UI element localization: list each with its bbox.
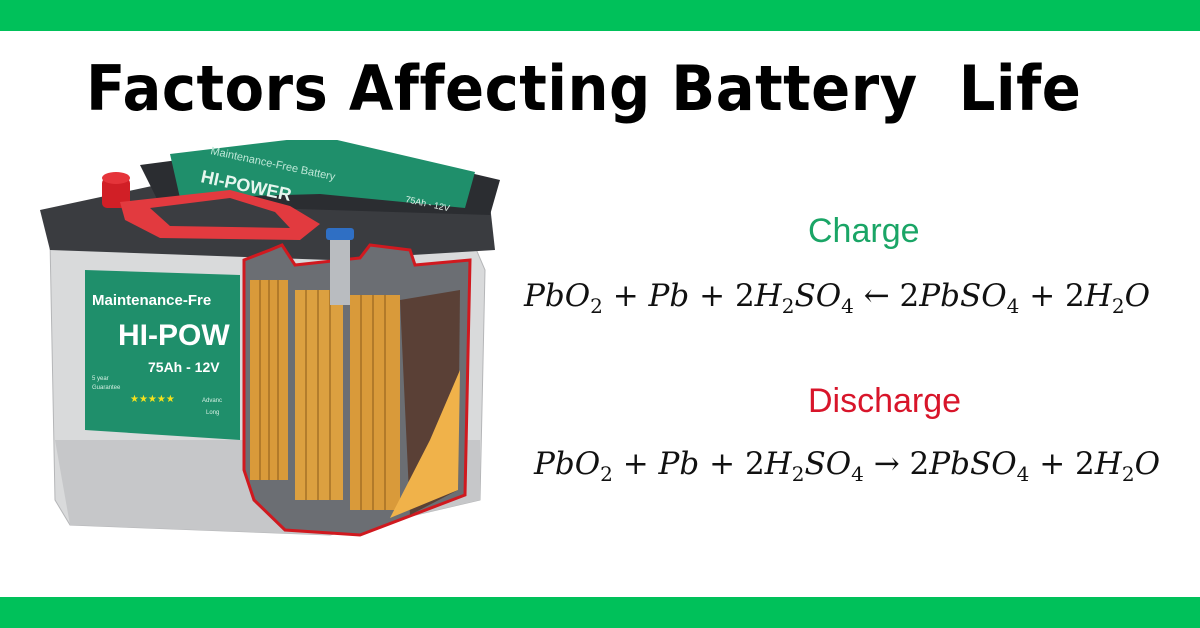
page-title: Factors Affecting Battery Life [86, 52, 1082, 125]
negative-terminal-post [330, 235, 350, 305]
charge-equation: PbO2 + Pb + 2H2SO4 ← 2PbSO4 + 2H2O [524, 278, 1150, 318]
battery-plates [250, 280, 460, 518]
front-label-line1: Maintenance-Fre [92, 292, 211, 309]
front-label-guarantee2: Guarantee [92, 385, 121, 391]
front-label-stars: ★★★★★ [130, 394, 175, 405]
top-green-bar [0, 0, 1200, 31]
discharge-label: Discharge [808, 382, 962, 420]
front-label-line2: HI-POW [118, 319, 230, 352]
positive-terminal [102, 178, 130, 208]
negative-terminal-cap [326, 228, 354, 240]
front-label-adv2: Long [206, 410, 219, 416]
front-label-adv1: Advanc [202, 398, 222, 404]
front-label-guarantee1: 5 year [92, 376, 109, 382]
discharge-equation: PbO2 + Pb + 2H2SO4 → 2PbSO4 + 2H2O [534, 446, 1160, 486]
front-label-panel [85, 270, 240, 440]
charge-label: Charge [808, 212, 920, 250]
top-label-panel [170, 140, 475, 208]
front-label-line3: 75Ah - 12V [148, 359, 220, 375]
bottom-green-bar [0, 597, 1200, 628]
battery-cutaway-image: Maintenance-Free Battery HI-POWER 75Ah -… [40, 140, 500, 537]
